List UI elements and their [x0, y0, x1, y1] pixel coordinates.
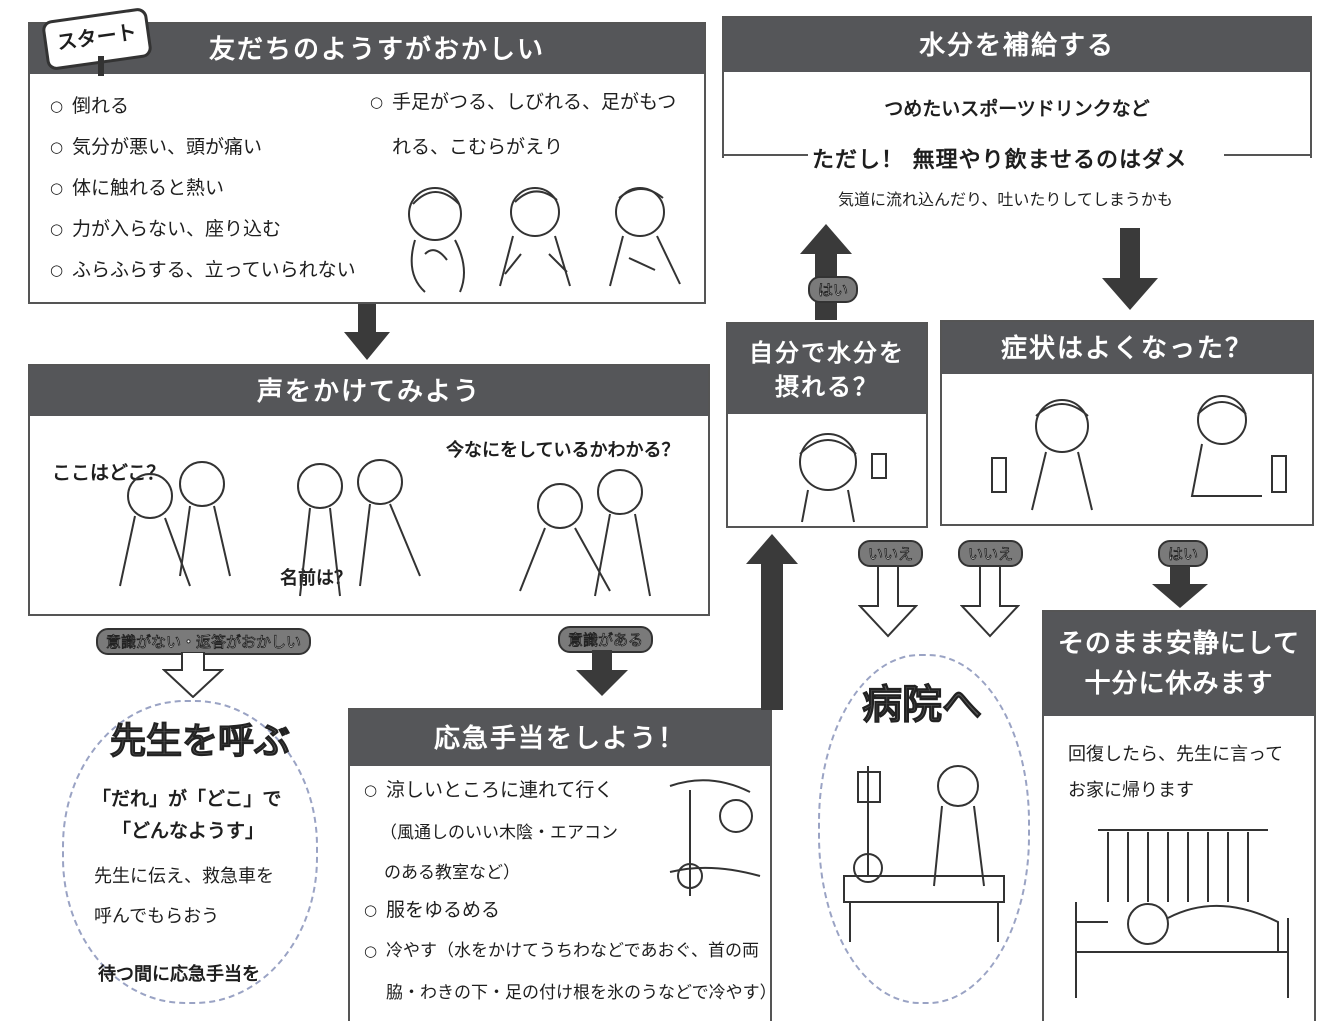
label-unconscious: 意識がない・返答がおかしい [96, 628, 312, 655]
water-box-bottom-line-right [1224, 154, 1312, 156]
question-name: 名前は？ [280, 568, 352, 589]
teacher-line1: 「だれ」が「どこ」で [92, 788, 282, 810]
symptom-item: ふらふらする、立っていられない [50, 260, 356, 282]
arrow-down-icon [344, 304, 390, 360]
arrow-down-icon [1102, 228, 1158, 310]
start-box-title: 友だちのようすがおかしい [208, 35, 545, 65]
first-aid-list: 涼しいところに連れて行く [364, 780, 613, 809]
first-aid-item3-continuation: 脇・わきの下・足の付け根を氷のうなどで冷やす） [386, 983, 777, 1003]
symptom-list-left: 倒れる 気分が悪い、頭が痛い 体に触れると熱い 力が入らない、座り込む ふらふら… [50, 96, 356, 301]
label-not-better: いいえ [958, 540, 1024, 567]
rest-line1: 回復したら、先生に言って [1068, 744, 1284, 765]
label-yes-drink: はい [808, 276, 859, 303]
resting-children-illustration [991, 395, 1287, 511]
start-badge-post [98, 56, 104, 76]
symptom-item: 力が入らない、座り込む [50, 219, 356, 241]
hospital-title: 病院へ [862, 682, 983, 729]
self-drink-title-line2: 摂れる？ [775, 373, 879, 401]
hospital-bed-illustration [843, 765, 1005, 942]
rest-title-line2: 十分に休みます [1084, 669, 1274, 699]
water-drink-suggestion: つめたいスポーツドリンクなど [884, 98, 1150, 120]
water-warning: ただし！ 無理やり飲ませるのはダメ [812, 148, 1188, 173]
teacher-title: 先生を呼ぶ [109, 721, 291, 763]
water-box-title: 水分を補給する [918, 31, 1115, 61]
better-title: 症状はよくなった？ [1000, 334, 1253, 364]
symptom-list-right: 手足がつる、しびれる、足がもつ [370, 92, 676, 133]
first-aid-item1-sub1: （風通しのいい木陰・エアコン [380, 823, 618, 843]
hollow-arrow-down-icon [858, 566, 918, 638]
arrow-down-icon [576, 650, 628, 696]
hospital-cloud [818, 654, 1030, 1004]
voice-box: 声をかけてみよう ここはどこ？ 名前は？ 今なにをしているかわかる？ [28, 364, 710, 616]
rest-line2: お家に帰ります [1068, 780, 1194, 801]
first-aid-box: 応急手当をしよう！ 涼しいところに連れて行く （風通しのいい木陰・エアコン のあ… [348, 708, 777, 1021]
first-aid-item: 冷やす（水をかけてうちわなどであおぐ、首の両 [364, 941, 759, 962]
water-box: 水分を補給する つめたいスポーツドリンクなど [722, 16, 1312, 158]
arrow-down-icon [1152, 566, 1208, 608]
symptom-item: 手足がつる、しびれる、足がもつ [370, 92, 676, 114]
sick-children-illustration [408, 187, 681, 293]
teacher-line4: 呼んでもらおう [94, 906, 220, 927]
label-conscious: 意識がある [558, 626, 654, 653]
label-yes-better: はい [1158, 540, 1209, 567]
symptoms-better-box: 症状はよくなった？ [940, 320, 1314, 526]
talking-children-illustration [119, 459, 651, 597]
first-aid-list-2: 服をゆるめる 冷やす（水をかけてうちわなどであおぐ、首の両 [364, 900, 759, 974]
first-aid-item1-sub2: のある教室など） [384, 863, 520, 883]
self-drink-title-line1: 自分で水分を [749, 339, 905, 367]
symptom-item-continuation: れる、こむらがえり [392, 136, 564, 158]
teacher-line5: 待つ間に応急手当を [98, 964, 260, 985]
water-warning-reason: 気道に流れ込んだり、吐いたりしてしまうかも [838, 190, 1173, 209]
symptom-item: 体に触れると熱い [50, 178, 356, 200]
rest-title-line1: そのまま安静にして [1057, 629, 1301, 659]
self-drink-box: 自分で水分を 摂れる？ [726, 322, 928, 528]
rest-box: そのまま安静にして 十分に休みます 回復したら、先生に言って お家に帰ります [1042, 610, 1316, 1021]
voice-box-title: 声をかけてみよう [256, 377, 481, 407]
tree-shade-illustration [669, 779, 761, 896]
arrow-up-icon [800, 224, 852, 320]
symptom-item: 気分が悪い、頭が痛い [50, 137, 356, 159]
start-box: 友だちのようすがおかしい 倒れる 気分が悪い、頭が痛い 体に触れると熱い 力が入… [28, 22, 706, 304]
first-aid-item: 服をゆるめる [364, 900, 759, 922]
arrow-up-icon [746, 534, 798, 710]
hollow-arrow-down-icon [960, 566, 1020, 638]
water-box-bottom-line-left [722, 154, 808, 156]
symptom-item: 倒れる [50, 96, 356, 118]
question-what-doing: 今なにをしているかわかる？ [446, 440, 680, 461]
self-drink-header: 自分で水分を 摂れる？ [728, 324, 926, 414]
start-badge-label: スタート [55, 19, 139, 55]
label-no-drink: いいえ [858, 540, 924, 567]
better-header: 症状はよくなった？ [942, 322, 1312, 374]
hollow-arrow-down-icon [162, 652, 224, 698]
first-aid-item: 涼しいところに連れて行く [364, 780, 613, 802]
first-aid-header: 応急手当をしよう！ [350, 710, 770, 766]
water-box-header: 水分を補給する [724, 18, 1310, 72]
drinking-child-illustration [799, 433, 887, 523]
first-aid-title: 応急手当をしよう！ [433, 724, 686, 754]
teacher-cloud [62, 700, 318, 1004]
sleeping-in-bed-illustration [1075, 829, 1289, 998]
teacher-line2: 「どんなようす」 [112, 820, 265, 842]
teacher-line3: 先生に伝え、救急車を [94, 866, 274, 887]
rest-header: そのまま安静にして 十分に休みます [1044, 612, 1314, 716]
voice-box-header: 声をかけてみよう [30, 366, 708, 416]
